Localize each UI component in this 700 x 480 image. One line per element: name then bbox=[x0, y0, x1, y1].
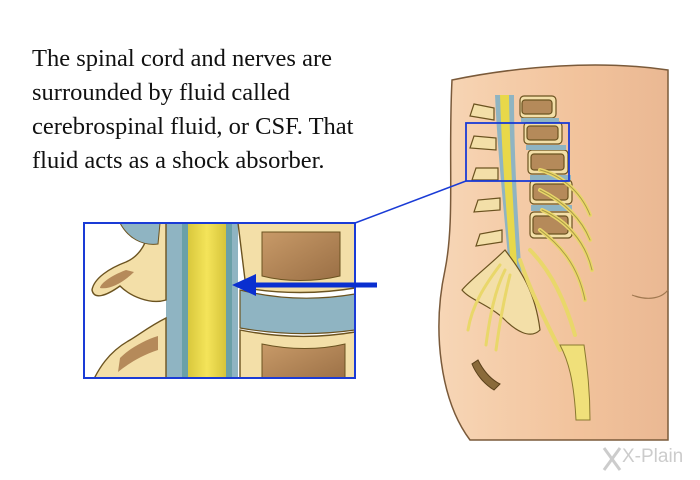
sciatic-nerve bbox=[559, 344, 591, 421]
vertebral-column bbox=[461, 95, 573, 391]
spinous-process-lower bbox=[93, 316, 167, 378]
spinal-nerves bbox=[466, 168, 594, 352]
caption-line: fluid acts as a shock absorber. bbox=[32, 147, 325, 174]
zoom-inset-frame bbox=[83, 222, 356, 379]
explanation-text: The spinal cord and nerves are surrounde… bbox=[32, 42, 432, 178]
zoom-connector bbox=[354, 180, 467, 224]
x-plain-logo bbox=[602, 447, 622, 471]
caption-line: surrounded by fluid called bbox=[32, 79, 290, 106]
zoom-source-frame bbox=[465, 122, 570, 182]
arrow-left-icon bbox=[232, 274, 377, 296]
spinal-cord-segment bbox=[188, 223, 226, 378]
zoom-inset bbox=[84, 223, 355, 378]
brand-watermark: X-Plain bbox=[622, 446, 684, 467]
caption-line: The spinal cord and nerves are bbox=[32, 45, 332, 72]
caption-line: cerebrospinal fluid, or CSF. That bbox=[32, 113, 354, 140]
intervertebral-disc bbox=[239, 289, 355, 335]
